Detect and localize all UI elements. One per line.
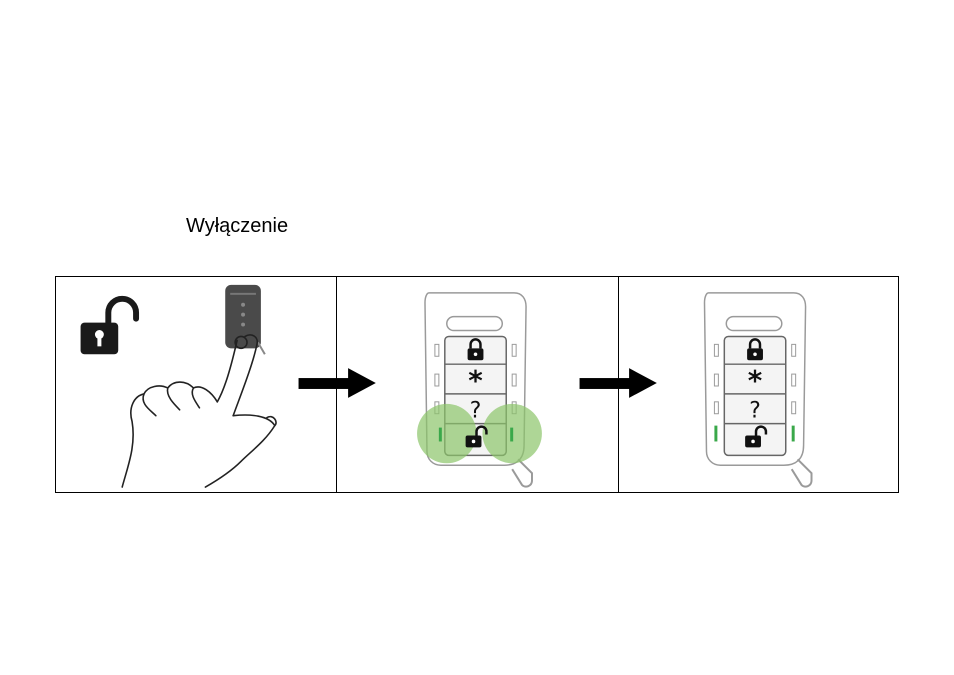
arrow-right-icon-2 [337, 277, 618, 492]
button-star-label: * [748, 364, 763, 397]
led-left [714, 426, 717, 442]
panel-result-step: * ? [619, 277, 898, 492]
led-right [792, 426, 795, 442]
page-heading: Wyłączenie [186, 215, 288, 238]
button-question-label: ? [749, 399, 761, 424]
keyfob-result-illustration: * ? [619, 277, 898, 492]
panel-feedback-step: * ? [337, 277, 619, 492]
arrow-right-icon-1 [56, 277, 336, 492]
panel-press-step [56, 277, 337, 492]
instruction-panels: * ? [55, 276, 899, 493]
